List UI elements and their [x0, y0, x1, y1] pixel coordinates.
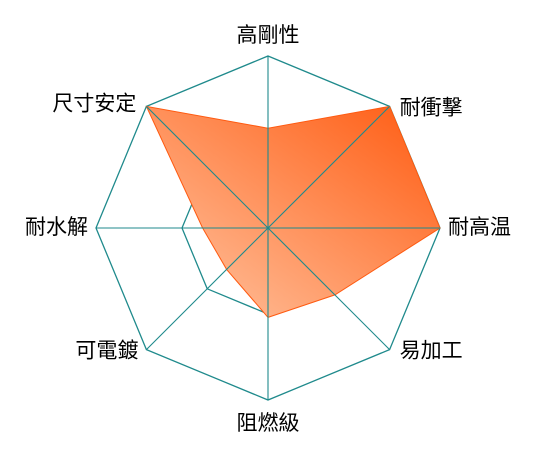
axis-label-6: 耐水解	[25, 215, 88, 239]
spoke-5	[146, 227, 269, 350]
spoke-1	[267, 106, 390, 229]
axis-label-7: 尺寸安定	[52, 91, 136, 115]
axis-label-2: 耐高温	[448, 215, 511, 239]
spoke-7	[146, 106, 269, 229]
data-area	[145, 105, 441, 318]
spoke-3	[267, 227, 390, 350]
axis-label-3: 易加工	[400, 339, 463, 363]
axis-label-0: 高剛性	[237, 23, 300, 47]
axis-label-5: 可電鍍	[75, 339, 138, 363]
axis-label-4: 阻燃級	[237, 411, 300, 435]
radar-spokes	[96, 56, 440, 400]
axis-label-1: 耐衝撃	[400, 95, 463, 119]
